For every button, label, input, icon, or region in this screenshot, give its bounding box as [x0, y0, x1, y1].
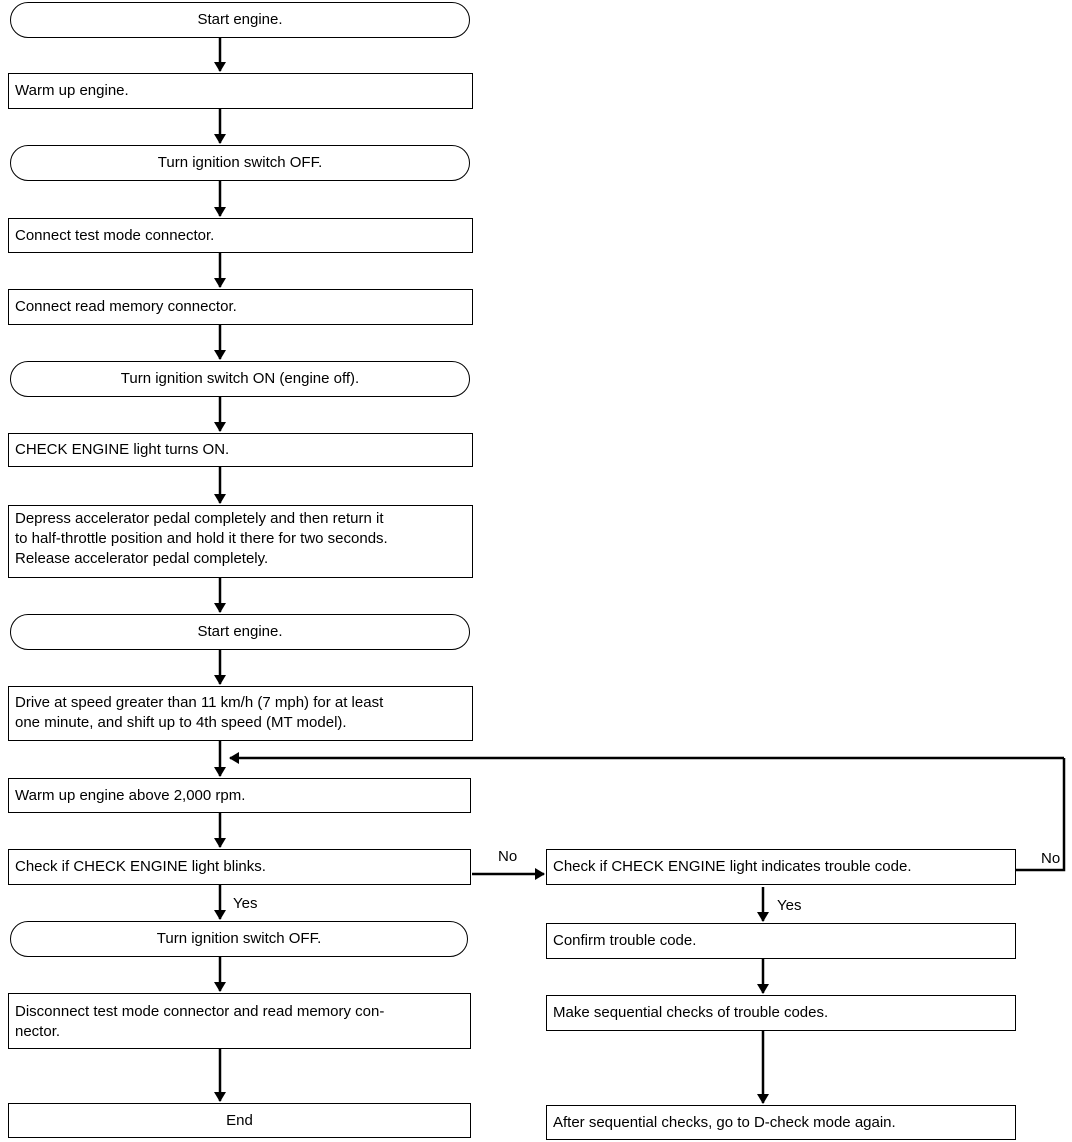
step-confirm-trouble-code: Confirm trouble code.	[546, 923, 1016, 959]
loop-line	[1016, 758, 1066, 872]
step-connect-test-mode: Connect test mode connector.	[8, 218, 473, 253]
step-ignition-off-1: Turn ignition switch OFF.	[10, 145, 470, 181]
step-drive: Drive at speed greater than 11 km/h (7 m…	[8, 686, 473, 741]
label-yes-trouble-code: Yes	[777, 897, 802, 914]
step-disconnect-connectors: Disconnect test mode connector and read …	[8, 993, 471, 1049]
step-after-sequential: After sequential checks, go to D-check m…	[546, 1105, 1016, 1140]
step-check-engine-light-on: CHECK ENGINE light turns ON.	[8, 433, 473, 467]
step-start-engine-1: Start engine.	[10, 2, 470, 38]
step-sequential-checks: Make sequential checks of trouble codes.	[546, 995, 1016, 1031]
step-check-trouble-code: Check if CHECK ENGINE light indicates tr…	[546, 849, 1016, 885]
step-ignition-on: Turn ignition switch ON (engine off).	[10, 361, 470, 397]
step-end: End	[8, 1103, 471, 1138]
step-ignition-off-2: Turn ignition switch OFF.	[10, 921, 468, 957]
step-warm-up-2000: Warm up engine above 2,000 rpm.	[8, 778, 471, 813]
step-connect-read-memory: Connect read memory connector.	[8, 289, 473, 325]
label-no-trouble-code: No	[1041, 850, 1061, 867]
step-check-light-blinks: Check if CHECK ENGINE light blinks.	[8, 849, 471, 885]
step-start-engine-2: Start engine.	[10, 614, 470, 650]
label-yes-blinks: Yes	[233, 895, 258, 912]
step-warm-up-engine: Warm up engine.	[8, 73, 473, 109]
label-no-blinks: No	[498, 848, 518, 865]
step-depress-pedal: Depress accelerator pedal completely and…	[8, 505, 473, 578]
